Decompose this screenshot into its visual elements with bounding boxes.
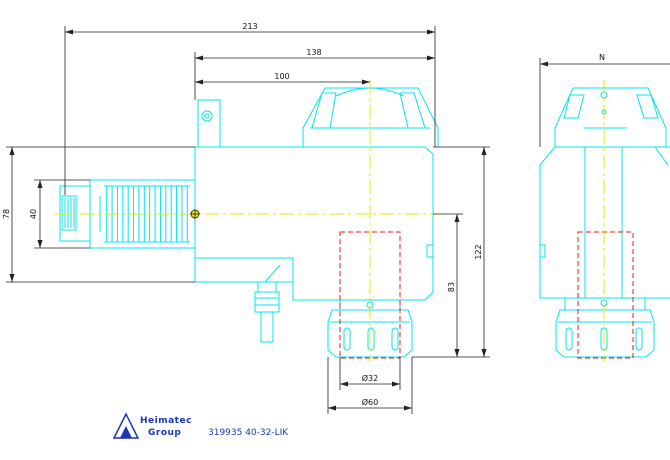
hidden-bore-side [577, 231, 634, 359]
bracket-bolt-inner [204, 113, 210, 119]
drive-spline [61, 195, 77, 231]
dimension-label-100: 100 [274, 72, 289, 81]
dimension-label-78: 78 [2, 209, 11, 219]
collet-nut [327, 309, 413, 358]
side-slot [539, 244, 546, 258]
side-view [539, 87, 670, 358]
coolant-stem [260, 311, 274, 343]
side-collet-nut [555, 309, 655, 358]
body-ramp-line [264, 264, 281, 283]
dimension-40: 40 [29, 179, 90, 249]
front-view [59, 87, 439, 358]
lug-right [399, 92, 426, 129]
dimension-122: 122 [412, 146, 490, 358]
spline-teeth [64, 198, 75, 228]
company-logo: Heimatec Group [112, 412, 192, 439]
body-slot [426, 244, 434, 258]
datum-marker [190, 209, 200, 219]
dimension-label-83: 83 [447, 282, 456, 292]
main-body [194, 146, 434, 301]
side-top-housing [554, 87, 667, 147]
side-body [539, 146, 670, 299]
dimension-label-dia60: Ø60 [362, 397, 378, 407]
logo-text-line2: Group [148, 428, 181, 438]
logo-text-line1: Heimatec [140, 416, 192, 426]
coolant-nut [254, 291, 280, 313]
dimension-label-n: N [599, 53, 605, 62]
part-number: 319935 40-32-LIK [208, 428, 289, 438]
dimension-label-213: 213 [242, 22, 257, 31]
lug-left [311, 92, 337, 129]
coolant-fitting [257, 281, 277, 293]
bracket-bolt [201, 110, 213, 122]
dimension-213: 213 [64, 22, 436, 195]
dimension-label-122: 122 [474, 244, 483, 259]
nut-slot-mid [367, 327, 375, 351]
dimension-n: N [539, 53, 670, 147]
dimension-100: 100 [195, 72, 370, 85]
dimension-138: 138 [194, 48, 435, 100]
dimension-label-40: 40 [29, 209, 38, 219]
nut-slot-right [391, 327, 399, 351]
dimension-dia60: Ø60 [327, 357, 413, 414]
nut-slot-left [343, 327, 351, 351]
dimension-78: 78 [2, 146, 195, 283]
dimension-83: 83 [433, 213, 463, 357]
mounting-bracket [197, 99, 221, 148]
dimension-dia32: Ø32 [339, 357, 401, 390]
dimension-label-dia32: Ø32 [362, 373, 378, 383]
dimension-label-138: 138 [306, 48, 321, 57]
